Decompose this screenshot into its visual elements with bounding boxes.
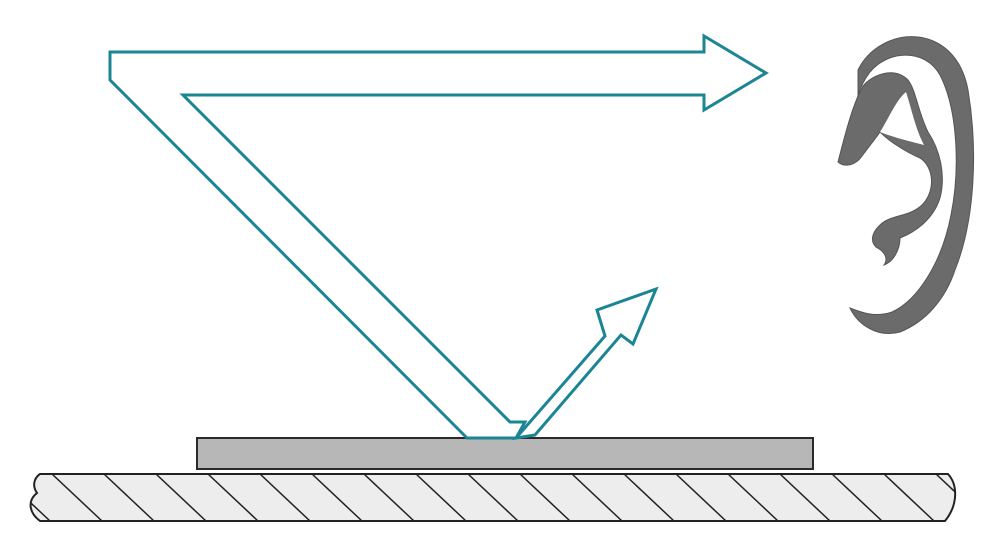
- hatch-line: [883, 474, 935, 521]
- hatch-line: [363, 474, 415, 521]
- bent-sound-arrow: [108, 33, 769, 440]
- ground-hatch: [30, 474, 1000, 521]
- small-reflection-arrow: [512, 286, 659, 441]
- ground-surface: [29, 473, 1000, 522]
- hatch-line: [727, 474, 779, 521]
- hatch-line: [103, 474, 155, 521]
- hatch-line: [779, 474, 831, 521]
- hatch-line: [988, 474, 1000, 521]
- hatch-line: [311, 474, 363, 521]
- absorber-panel: [196, 437, 814, 470]
- hatch-line: [831, 474, 883, 521]
- ear-helix: [849, 36, 975, 334]
- hatch-line: [155, 474, 207, 521]
- hatch-line: [935, 474, 956, 521]
- hatch-line: [51, 474, 103, 521]
- ear-icon: [837, 36, 975, 334]
- hatch-line: [571, 474, 623, 521]
- ear-concha: [837, 72, 943, 266]
- hatch-line: [467, 474, 519, 521]
- hatch-line: [207, 474, 259, 521]
- hatch-line: [259, 474, 311, 521]
- hatch-line: [675, 474, 727, 521]
- hatch-line: [415, 474, 467, 521]
- ear-inner-fold: [880, 92, 924, 145]
- hatch-line: [519, 474, 571, 521]
- hatch-line: [623, 474, 675, 521]
- hatch-line: [30, 474, 51, 521]
